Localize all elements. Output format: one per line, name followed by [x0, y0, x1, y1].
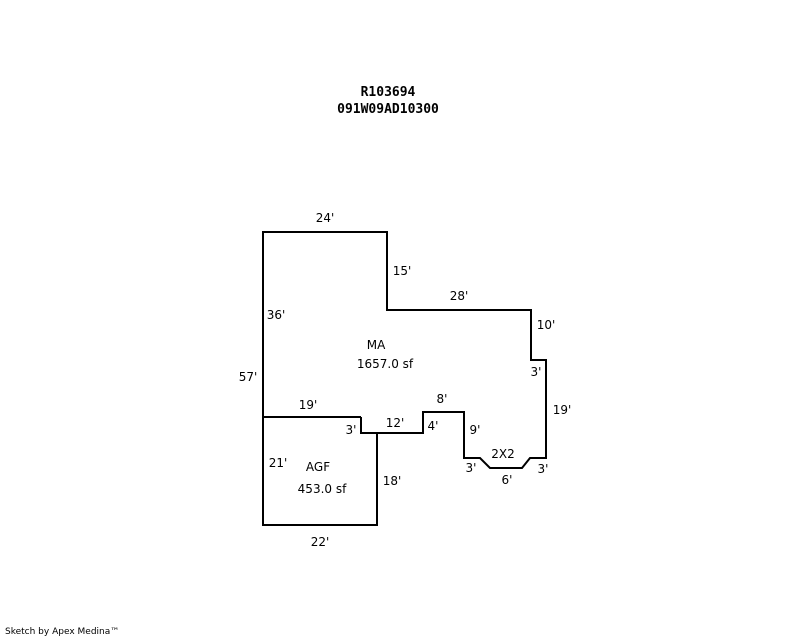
sketch-header: R103694 091W09AD10300: [0, 84, 776, 118]
dim-bottom-run: 12': [386, 416, 405, 430]
agf-area-code: AGF: [306, 460, 330, 474]
dim-right-jog: 3': [531, 365, 542, 379]
agf-outline: [262, 417, 378, 526]
dim-agf-left: 21': [269, 456, 288, 470]
dim-right-drop: 10': [537, 318, 556, 332]
dim-overall-left: 57': [239, 370, 258, 384]
parcel-number: 091W09AD10300: [337, 102, 439, 117]
sketch-credit: Sketch by Apex Medina™: [5, 627, 120, 637]
dim-inner-top: 8': [437, 392, 448, 406]
dim-agf-jog: 3': [346, 423, 357, 437]
dim-ma-left-inner: 36': [267, 308, 286, 322]
dim-bay-left-angle: 3': [466, 461, 477, 475]
agf-area-size: 453.0 sf: [298, 482, 347, 496]
dim-agf-right: 18': [383, 474, 402, 488]
dim-agf-top: 19': [299, 398, 318, 412]
ma-area-code: MA: [367, 338, 386, 352]
dim-step-small: 4': [428, 419, 439, 433]
ma-outline: [262, 231, 547, 469]
dim-agf-bottom: 22': [311, 535, 330, 549]
dim-inner-left: 9': [470, 423, 481, 437]
dim-upper-step-down: 15': [393, 264, 412, 278]
dim-right-side: 19': [553, 403, 572, 417]
dim-bay-right-angle: 3': [538, 462, 549, 476]
bay-area-code: 2X2: [491, 447, 515, 461]
dim-top: 24': [316, 211, 335, 225]
parcel-id: R103694: [360, 85, 416, 100]
dim-upper-right-run: 28': [450, 289, 469, 303]
dim-bay-bottom: 6': [502, 473, 513, 487]
ma-area-size: 1657.0 sf: [357, 357, 414, 371]
